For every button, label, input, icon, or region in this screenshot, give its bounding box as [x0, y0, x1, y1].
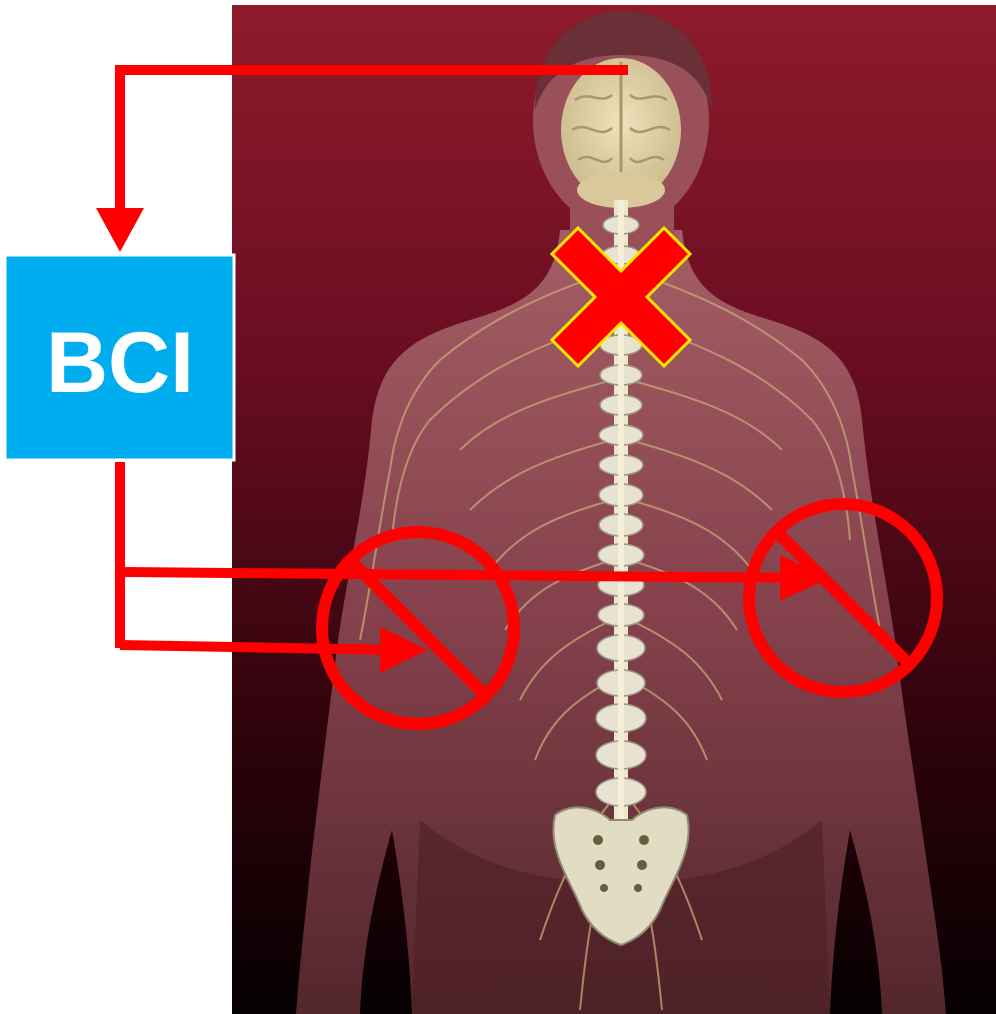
bci-label: BCI — [46, 315, 194, 411]
bci-box: BCI — [5, 255, 234, 460]
arrowhead-down — [96, 208, 144, 252]
brain — [561, 58, 681, 208]
arrow-bci-to-left-arm — [120, 645, 398, 650]
arrow-bci-to-right-arm — [120, 572, 800, 578]
